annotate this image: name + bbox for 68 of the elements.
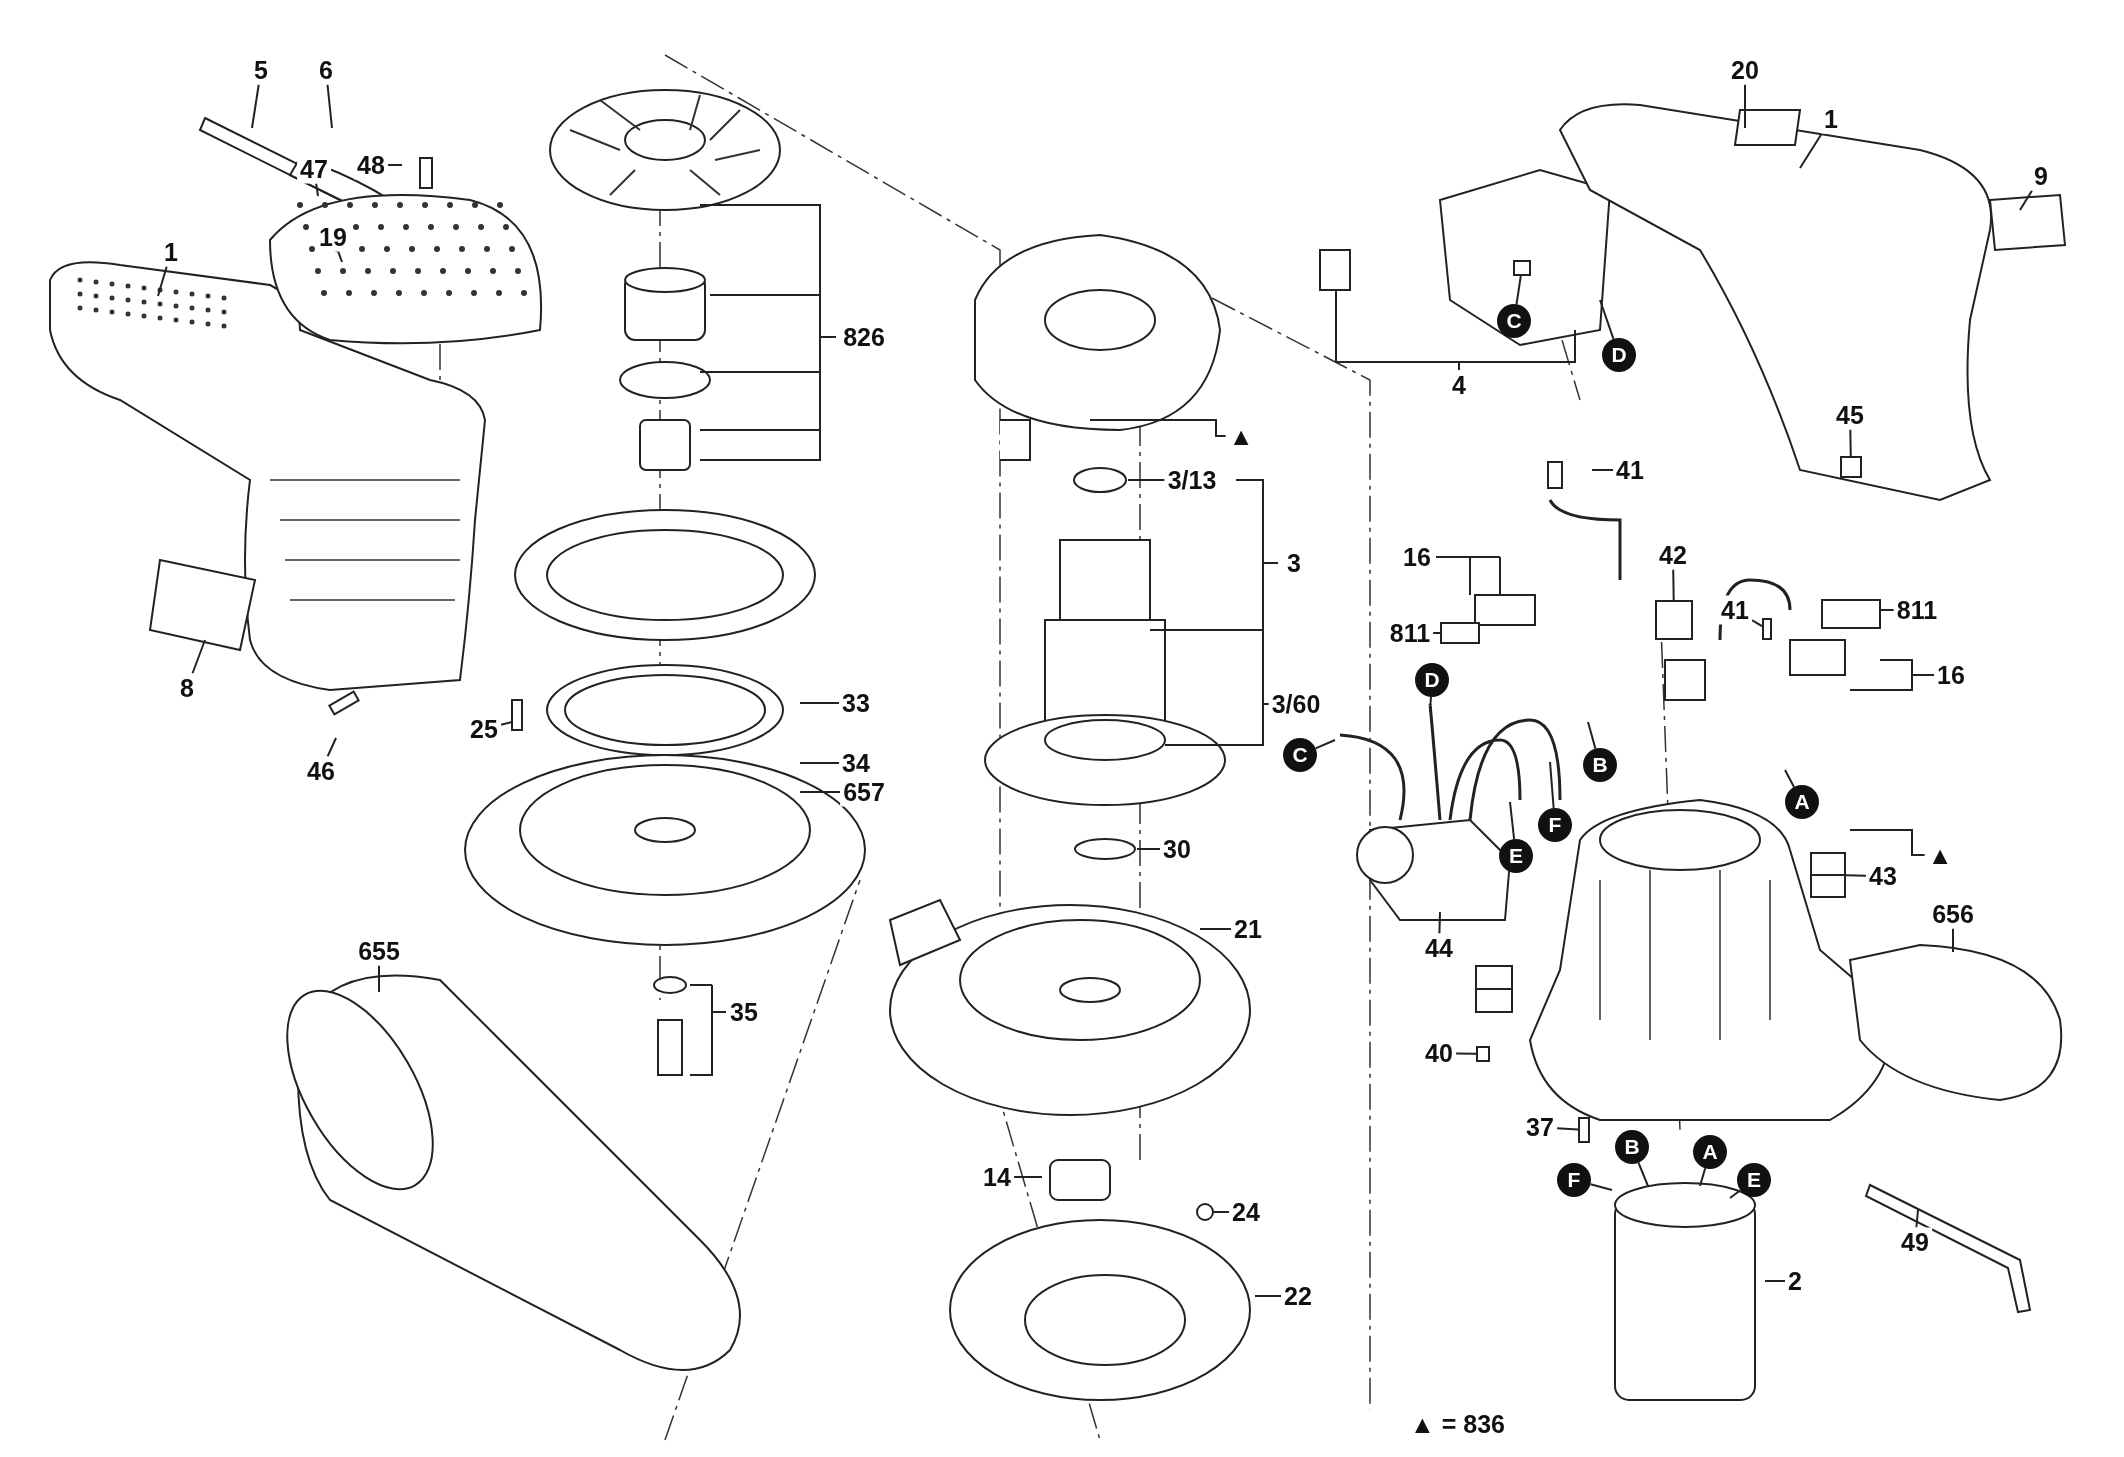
connection-marker: D	[1415, 663, 1449, 697]
nut	[1840, 456, 1862, 478]
leader-line	[1199, 928, 1233, 930]
connection-marker: F	[1557, 1163, 1591, 1197]
leader-line	[1599, 299, 1615, 340]
callout-number: 41	[1718, 595, 1752, 625]
leader-line	[1729, 1189, 1742, 1199]
leader-line	[1429, 695, 1432, 713]
leader-line	[1637, 1161, 1649, 1187]
leader-line	[1750, 619, 1763, 628]
leader-line	[1515, 275, 1522, 306]
note: ▲ = 836	[1410, 1410, 1505, 1439]
leader-line	[1127, 479, 1166, 481]
leader-line	[1799, 132, 1823, 169]
connection-marker: C	[1283, 738, 1317, 772]
connection-marker: D	[1602, 338, 1636, 372]
leader-line	[799, 702, 841, 704]
leader-line	[337, 250, 343, 263]
leader-line	[1845, 874, 1868, 877]
leader-line	[1672, 568, 1675, 601]
leader-line	[157, 265, 168, 297]
leader-line	[1432, 632, 1441, 634]
leader-line	[1254, 1295, 1283, 1297]
leader-line	[1879, 609, 1895, 611]
leader-line	[1549, 761, 1555, 810]
leader-line	[1012, 1176, 1043, 1178]
carbon-brush	[1440, 622, 1480, 644]
connection-marker: B	[1615, 1130, 1649, 1164]
leader-line	[1699, 1167, 1707, 1187]
screw	[1476, 1046, 1490, 1062]
leader-line	[1784, 769, 1795, 788]
washer	[1196, 1203, 1214, 1221]
leader-line	[1438, 911, 1441, 935]
leader-line	[191, 639, 206, 675]
plug-connector	[1513, 260, 1531, 276]
leader-line	[326, 737, 337, 758]
leader-line	[1454, 1052, 1477, 1055]
leader-line	[2019, 189, 2034, 211]
leader-line	[1587, 721, 1597, 750]
leader-line	[1589, 1183, 1613, 1191]
leader-line	[315, 182, 319, 197]
connection-marker: F	[1538, 808, 1572, 842]
leader-line	[1915, 1209, 1919, 1229]
leader-line	[1952, 927, 1954, 953]
leader-line	[1764, 1280, 1787, 1282]
leader-line	[1314, 739, 1336, 750]
connection-marker: B	[1583, 748, 1617, 782]
leader-line	[386, 164, 403, 166]
box-symbol	[1810, 852, 1846, 898]
callout-number: 47	[297, 154, 331, 184]
leader-line	[1136, 848, 1162, 850]
connection-marker: E	[1737, 1163, 1771, 1197]
leader-line	[326, 83, 333, 129]
leader-line	[799, 791, 842, 793]
leader-line	[1555, 1127, 1579, 1131]
leader-line	[799, 762, 841, 764]
leader-line	[1591, 469, 1615, 471]
connection-marker: E	[1499, 839, 1533, 873]
leader-line	[378, 964, 380, 993]
leader-line	[251, 83, 260, 129]
screw	[1578, 1117, 1590, 1143]
connection-marker: A	[1785, 785, 1819, 819]
leader-line	[1849, 428, 1852, 457]
leader-line	[1509, 801, 1516, 841]
connection-marker: A	[1693, 1135, 1727, 1169]
leader-line	[1213, 1211, 1231, 1213]
brush-holder	[1655, 600, 1693, 640]
screw	[1762, 618, 1772, 640]
